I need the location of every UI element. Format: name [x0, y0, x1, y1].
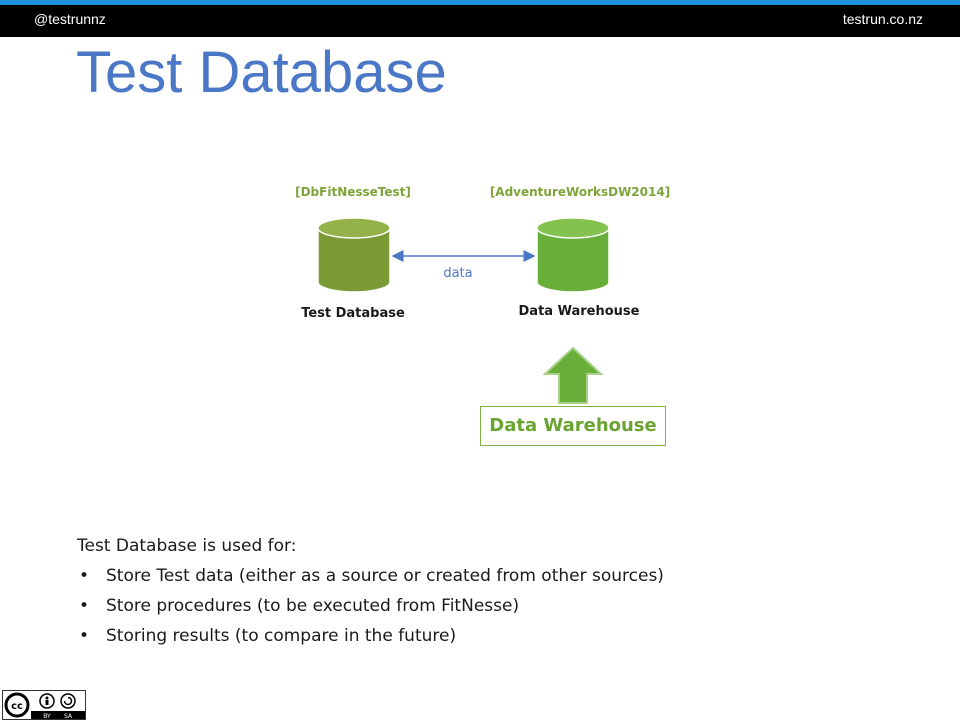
cc-label: cc [11, 701, 23, 712]
data-warehouse-db-icon [536, 217, 610, 293]
body-text: Test Database is used for: •Store Test d… [77, 532, 877, 651]
test-database-icon [317, 217, 391, 293]
site-url: testrun.co.nz [842, 11, 923, 27]
data-warehouse-source-box: Data Warehouse [480, 406, 666, 446]
connector-label: data [443, 266, 472, 281]
twitter-handle: @testrunnz [34, 11, 106, 27]
up-arrow-icon [542, 346, 604, 404]
list-item: •Storing results (to compare in the futu… [79, 626, 457, 646]
list-item-text: Store procedures (to be executed from Fi… [106, 596, 520, 616]
usage-list: •Store Test data (either as a source or … [77, 561, 877, 651]
cc-sa-label: SA [64, 713, 73, 719]
list-item: •Store procedures (to be executed from F… [79, 596, 520, 616]
page-title: Test Database [76, 40, 447, 105]
list-item-text: Storing results (to compare in the futur… [106, 626, 457, 646]
list-item: •Store Test data (either as a source or … [79, 566, 664, 586]
intro-text: Test Database is used for: [77, 536, 297, 556]
right-db-bracket-label: [AdventureWorksDW2014] [490, 185, 670, 199]
list-item-text: Store Test data (either as a source or c… [106, 566, 664, 586]
left-db-name: Test Database [301, 306, 405, 321]
creative-commons-badge: cc BY SA [2, 690, 86, 720]
cc-by-label: BY [43, 713, 51, 719]
top-bar: @testrunnz testrun.co.nz [0, 0, 960, 37]
cc-by-sa-icon: cc BY SA [3, 691, 85, 720]
left-db-bracket-label: [DbFitNesseTest] [295, 185, 411, 199]
right-db-name: Data Warehouse [519, 304, 640, 319]
